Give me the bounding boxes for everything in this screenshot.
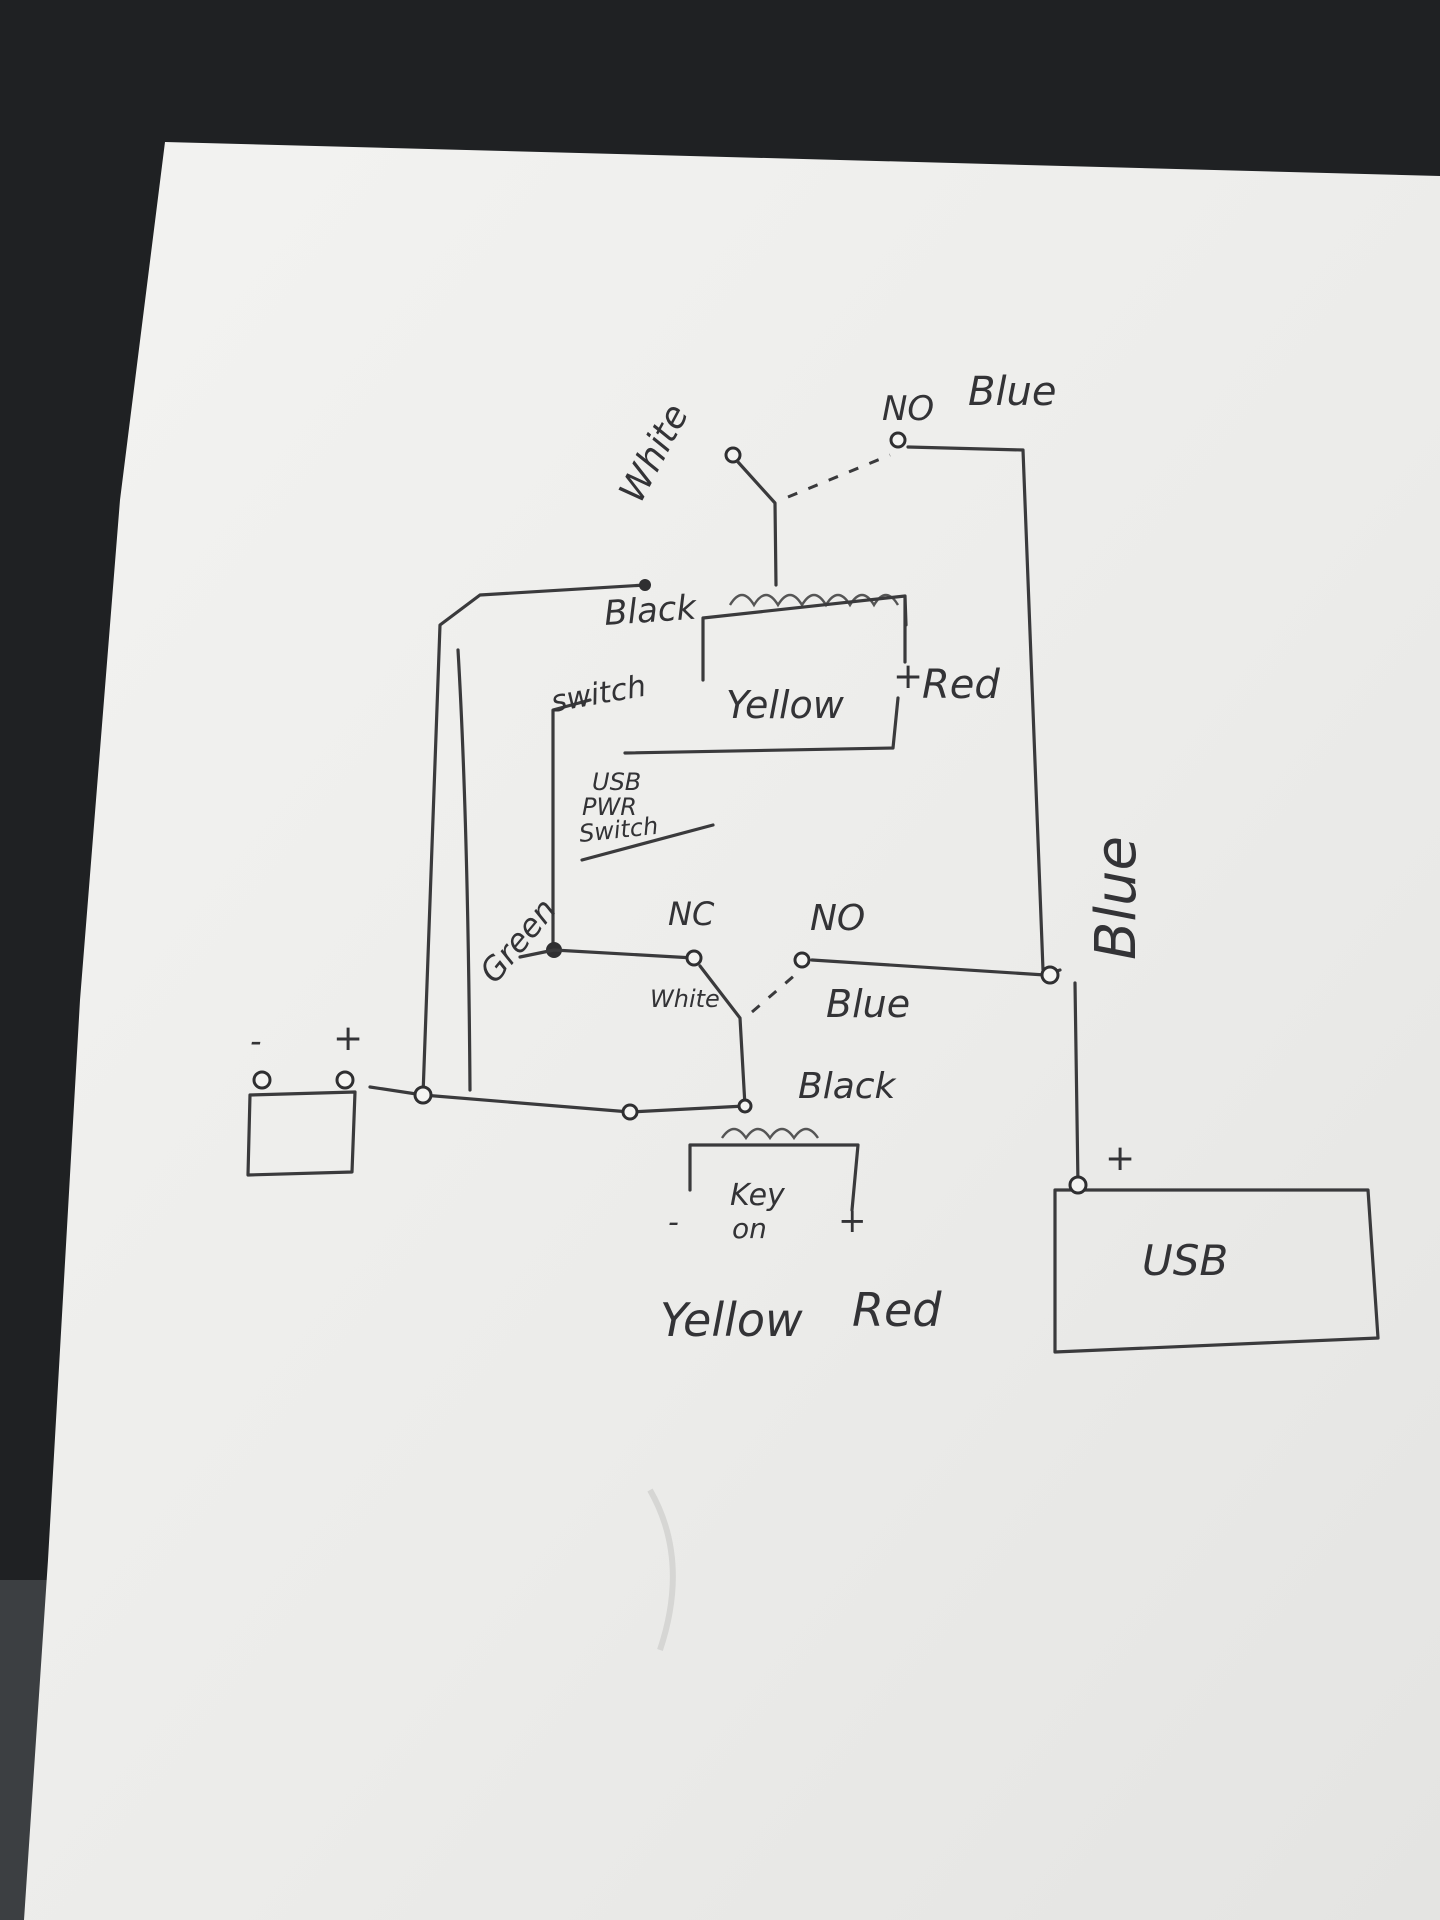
wire-top-black bbox=[421, 583, 647, 1097]
label-battery-minus: - bbox=[250, 1022, 262, 1060]
battery-body bbox=[246, 1090, 357, 1177]
label-no-bottom: NO bbox=[810, 898, 865, 939]
bottom-no-terminal bbox=[793, 951, 811, 969]
label-blue-bottom: Blue bbox=[826, 982, 910, 1026]
label-key-minus: - bbox=[668, 1205, 679, 1240]
label-nc: NC bbox=[668, 895, 715, 933]
battery-plus-terminal bbox=[335, 1070, 355, 1090]
label-red-top: Red bbox=[922, 662, 1000, 708]
top-white-terminal bbox=[724, 446, 742, 464]
wire-blue-to-usb bbox=[1073, 981, 1080, 1187]
top-switch-arm bbox=[736, 460, 778, 587]
bottom-relay-link bbox=[751, 973, 796, 1014]
bottom-relay-coil bbox=[721, 1127, 819, 1141]
top-relay bbox=[701, 431, 908, 682]
label-blue-right: Blue bbox=[1084, 836, 1149, 960]
label-key: Key bbox=[730, 1178, 786, 1213]
label-black-top: Black bbox=[603, 588, 699, 634]
usb-plus-terminal bbox=[1068, 1175, 1088, 1195]
label-yellow-top: Yellow bbox=[726, 683, 845, 727]
label-battery-plus: + bbox=[333, 1018, 363, 1059]
wire-switch-red bbox=[623, 696, 900, 755]
wire-green-switch bbox=[551, 698, 592, 952]
bottom-switch-arm bbox=[698, 964, 747, 1108]
label-usb-box: USB bbox=[1142, 1236, 1228, 1285]
top-black-terminal bbox=[639, 579, 651, 591]
paper-sheet bbox=[24, 142, 1440, 1920]
wire-green-nc bbox=[518, 948, 696, 960]
top-relay-coil bbox=[728, 593, 900, 608]
bus-junction-left bbox=[413, 1085, 433, 1105]
usb-box-outline bbox=[1053, 1188, 1380, 1354]
top-relay-link bbox=[787, 453, 891, 499]
bottom-relay-coil-bracket bbox=[688, 1143, 860, 1212]
top-no-terminal bbox=[889, 431, 907, 449]
bottom-relay bbox=[518, 942, 860, 1212]
label-black-bottom: Black bbox=[798, 1066, 898, 1107]
label-on: on bbox=[732, 1212, 767, 1245]
label-yellow-bottom: Yellow bbox=[660, 1293, 803, 1347]
label-key-plus: + bbox=[838, 1201, 867, 1241]
wire-top-blue bbox=[906, 445, 1045, 972]
blue-junction bbox=[1040, 965, 1060, 985]
label-plus-top: + bbox=[893, 656, 923, 697]
label-usb-pwr-2: PWR bbox=[582, 793, 637, 821]
bus-junction-mid bbox=[621, 1103, 639, 1121]
battery-minus-terminal bbox=[252, 1070, 272, 1090]
battery bbox=[246, 1070, 357, 1177]
usb-box bbox=[1053, 1175, 1380, 1354]
bottom-nc-terminal bbox=[685, 949, 703, 967]
paper-crease bbox=[647, 1488, 676, 1651]
bottom-black-terminal bbox=[737, 1098, 753, 1114]
label-red-bottom: Red bbox=[852, 1283, 942, 1337]
label-no-top: NO bbox=[882, 389, 934, 429]
wire-black-inner bbox=[456, 648, 472, 1092]
label-white-bottom: White bbox=[650, 985, 720, 1013]
label-usb-plus: + bbox=[1105, 1138, 1135, 1179]
label-blue-top: Blue bbox=[968, 369, 1057, 415]
usb-pwr-underline bbox=[580, 823, 715, 862]
wire-battery-bus bbox=[368, 1085, 747, 1114]
top-relay-coil-bracket bbox=[701, 594, 908, 682]
label-usb-pwr-1: USB bbox=[592, 768, 641, 796]
